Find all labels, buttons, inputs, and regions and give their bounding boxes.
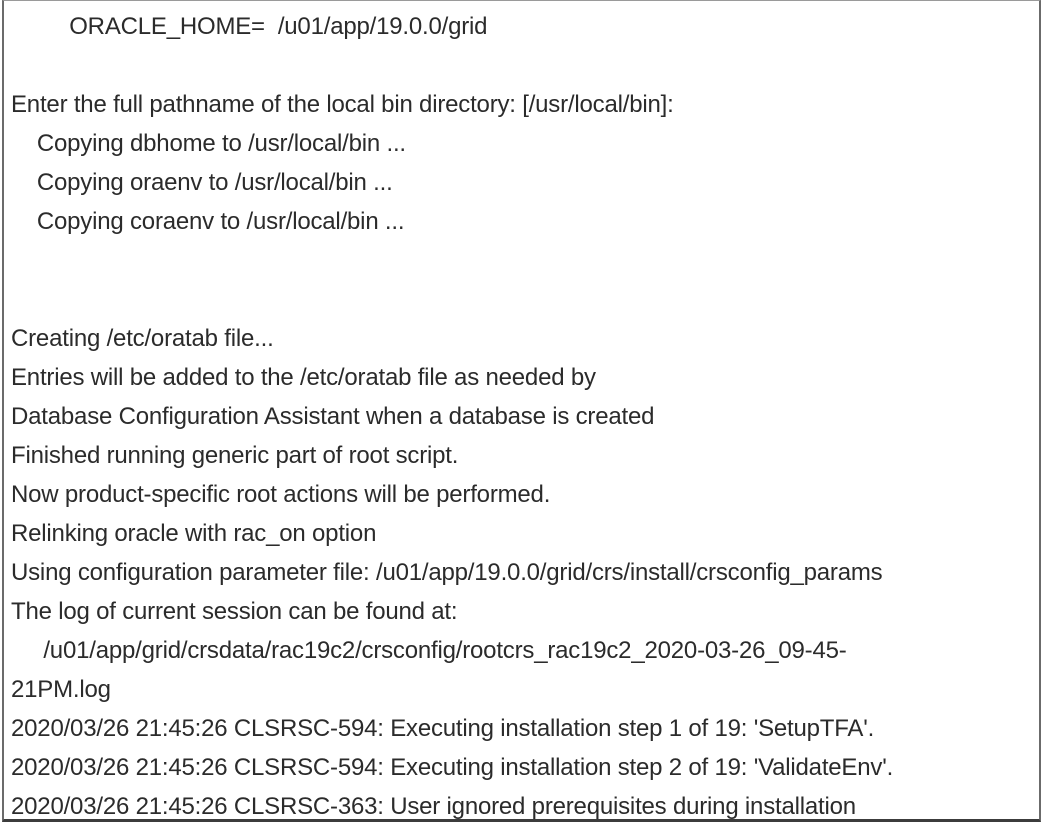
console-line: 2020/03/26 21:45:26 CLSRSC-594: Executin…: [11, 754, 894, 781]
console-line-blank: [11, 280, 1033, 319]
console-line: Database Configuration Assistant when a …: [11, 403, 655, 430]
console-line: Now product-specific root actions will b…: [11, 481, 551, 508]
console-line: Creating /etc/oratab file...: [11, 325, 274, 352]
console-line: Copying oraenv to /usr/local/bin ...: [11, 169, 393, 196]
console-line-blank: [11, 46, 1033, 85]
console-line: Relinking oracle with rac_on option: [11, 520, 377, 547]
console-line: Copying coraenv to /usr/local/bin ...: [11, 208, 405, 235]
console-line: Copying dbhome to /usr/local/bin ...: [11, 130, 406, 157]
console-line: Enter the full pathname of the local bin…: [11, 91, 674, 118]
console-line: Entries will be added to the /etc/oratab…: [11, 364, 596, 391]
console-line: ORACLE_HOME= /u01/app/19.0.0/grid: [11, 13, 488, 40]
console-line: 21PM.log: [11, 676, 111, 703]
console-line: 2020/03/26 21:45:26 CLSRSC-363: User ign…: [11, 793, 856, 820]
console-line: The log of current session can be found …: [11, 598, 458, 625]
console-line: 2020/03/26 21:45:26 CLSRSC-594: Executin…: [11, 715, 875, 742]
console-line: Using configuration parameter file: /u01…: [11, 559, 883, 586]
console-line-blank: [11, 241, 1033, 280]
console-line: /u01/app/grid/crsdata/rac19c2/crsconfig/…: [11, 637, 847, 664]
console-line: Finished running generic part of root sc…: [11, 442, 459, 469]
